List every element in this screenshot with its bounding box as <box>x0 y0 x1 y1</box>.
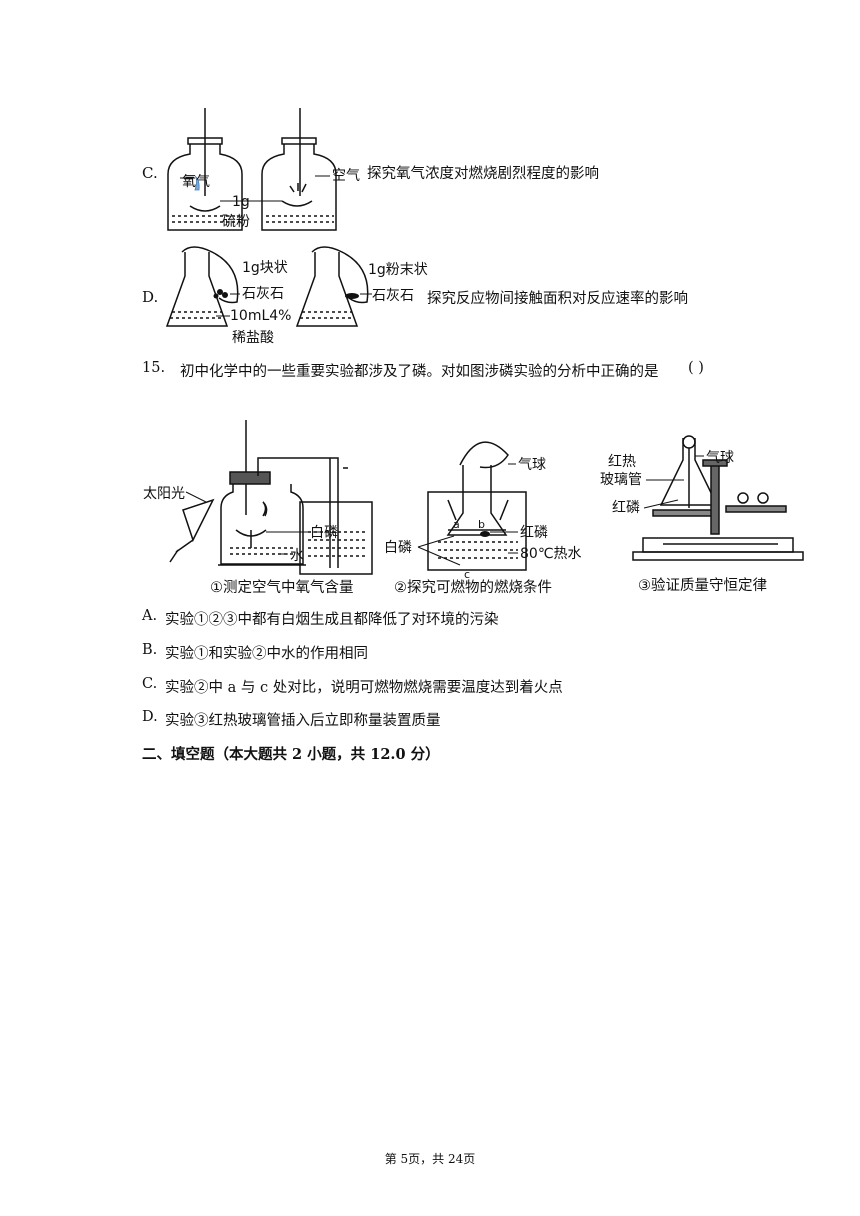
option-letter: B. <box>142 642 158 658</box>
hot-water-label: 80℃热水 <box>520 546 582 562</box>
limestone-label: 石灰石 <box>372 288 414 304</box>
mass-label: 1g <box>232 194 250 210</box>
oxygen-label: 氧气 <box>182 174 210 190</box>
option-letter: C. <box>142 164 158 182</box>
jar-oxygen <box>167 108 243 231</box>
option-text: 实验①②③中都有白烟生成且都降低了对环境的污染 <box>165 612 499 628</box>
option-letter: D. <box>142 288 159 306</box>
label-a: a <box>453 518 460 531</box>
option-c-purpose: 探究氧气浓度对燃烧剧烈程度的影响 <box>367 166 599 182</box>
label-b: b <box>478 518 485 531</box>
water-label: 水 <box>290 548 304 564</box>
sunlight-label: 太阳光 <box>143 486 185 502</box>
page-footer: 第 5页，共 24页 <box>384 1152 476 1166</box>
question-stem: 初中化学中的一些重要实验都涉及了磷。对如图涉磷实验的分析中正确的是 <box>180 364 659 380</box>
answer-paren: ( ) <box>688 360 704 376</box>
jar-air <box>261 108 337 231</box>
flask-lump <box>165 246 239 327</box>
air-label: 空气 <box>332 168 360 184</box>
acid-volume-label: 10mL4% <box>230 308 291 324</box>
powder-label: 1g粉末状 <box>368 262 428 278</box>
option-c-diagram: 氧气 1g 硫粉 空气 <box>167 108 360 231</box>
option-text: 实验②中 a 与 c 处对比，说明可燃物燃烧需要温度达到着火点 <box>165 680 563 696</box>
option-text: 实验③红热玻璃管插入后立即称量装置质量 <box>165 713 441 729</box>
option-letter: C. <box>142 676 158 692</box>
option-d-purpose: 探究反应物间接触面积对反应速率的影响 <box>427 291 688 307</box>
exp1-caption: ①测定空气中氧气含量 <box>210 579 354 596</box>
balloon-label: 气球 <box>706 450 734 466</box>
lump-label: 1g块状 <box>242 260 288 276</box>
option-letter: A. <box>142 608 158 624</box>
balloon-label: 气球 <box>518 457 546 473</box>
white-phosphorus-label: 白磷 <box>310 525 338 541</box>
glass-tube-label: 玻璃管 <box>600 471 642 488</box>
label-c: c <box>464 568 470 581</box>
red-hot-label: 红热 <box>608 454 636 470</box>
option-text: 实验①和实验②中水的作用相同 <box>165 646 368 662</box>
exp3-caption: ③验证质量守恒定律 <box>638 577 767 594</box>
sulfur-label: 硫粉 <box>222 214 250 230</box>
phosphorus-experiments-figure: 太阳光 白磷 水 ①测定空气中氧气含量 a b c 气球 红磷 白磷 80℃热水… <box>143 420 804 596</box>
option-letter: D. <box>142 709 158 725</box>
exp2-caption: ②探究可燃物的燃烧条件 <box>394 578 552 596</box>
question-number: 15. <box>142 360 166 376</box>
red-phosphorus-label: 红磷 <box>612 500 640 516</box>
option-d-diagram: 1g块状 石灰石 10mL4% 稀盐酸 1g粉末状 石灰石 <box>165 246 428 346</box>
section-title: 二、填空题（本大题共 2 小题，共 12.0 分） <box>142 746 440 763</box>
red-phosphorus-label: 红磷 <box>520 525 548 541</box>
exp2-apparatus <box>427 441 527 571</box>
limestone-label: 石灰石 <box>242 286 284 302</box>
exp1-apparatus <box>169 420 373 575</box>
acid-label: 稀盐酸 <box>232 330 274 346</box>
flask-powder <box>295 246 369 327</box>
white-phosphorus-label: 白磷 <box>384 540 412 556</box>
